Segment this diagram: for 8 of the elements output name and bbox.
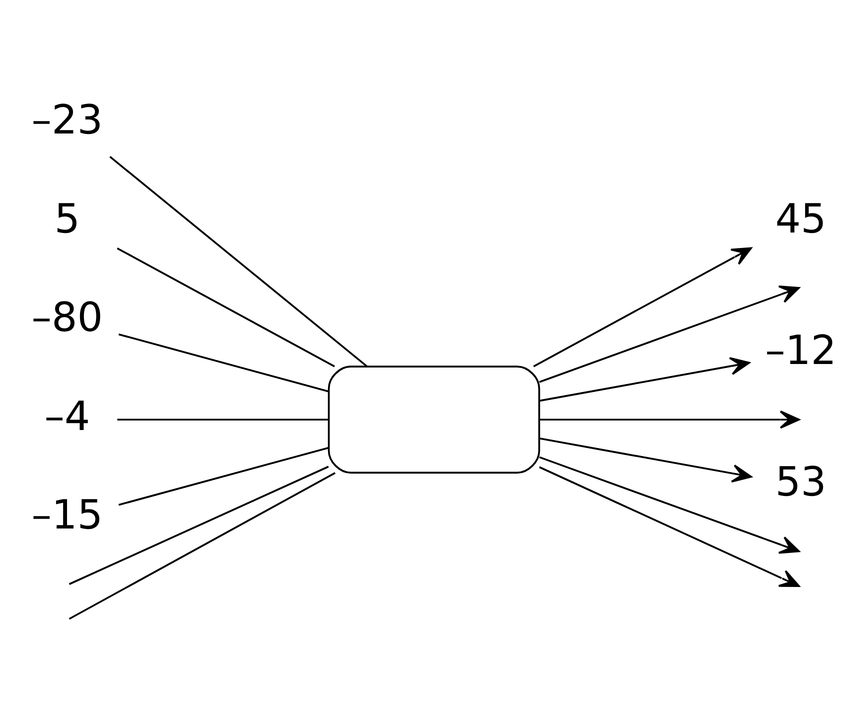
node-text: –23	[32, 96, 103, 143]
node-text: –80	[32, 294, 103, 341]
node-text: –4	[44, 393, 90, 440]
node-text: 5	[54, 196, 80, 242]
node-text: –12	[765, 328, 836, 374]
node-text: 45	[775, 196, 826, 242]
node-text: –15	[32, 492, 103, 538]
node-text: 53	[775, 459, 826, 506]
